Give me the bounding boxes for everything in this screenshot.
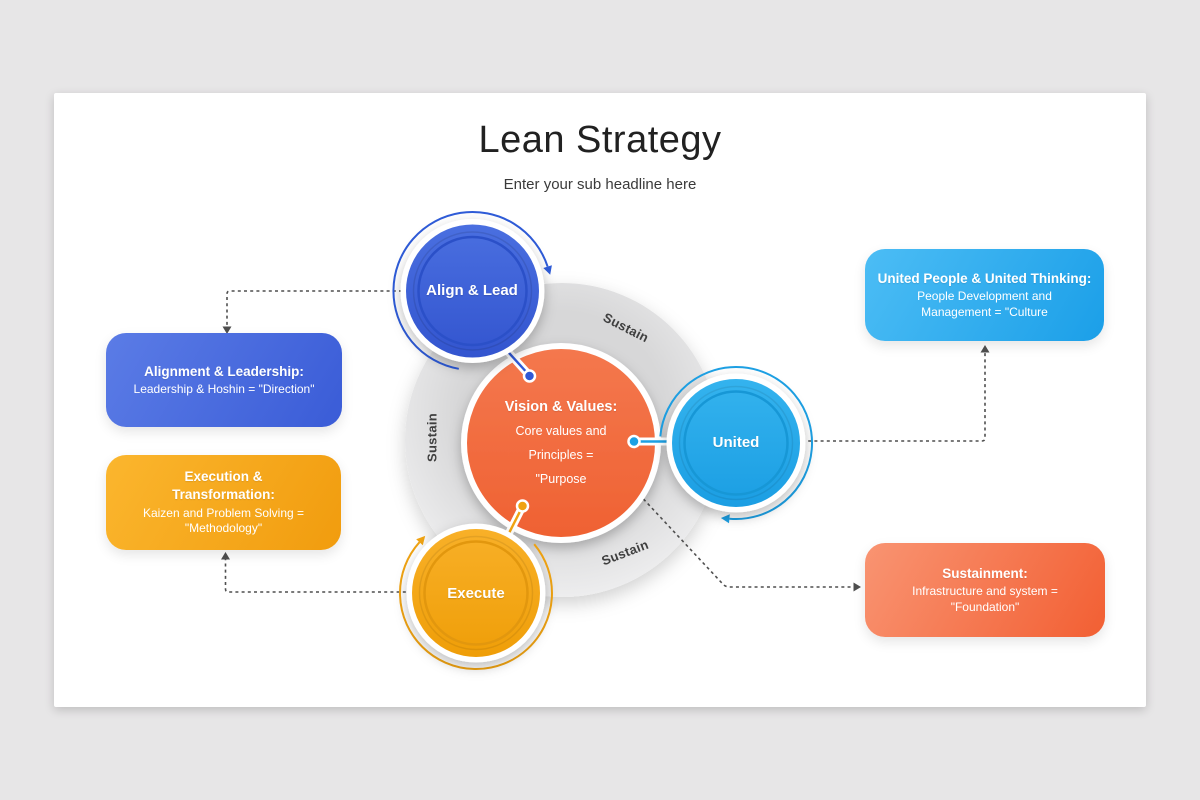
- center-line: "Purpose: [535, 472, 587, 486]
- connector-center-to-sustainment: [634, 489, 853, 588]
- callout-body: Kaizen and Problem Solving = "Methodolog…: [142, 505, 305, 536]
- center-heading: Vision & Values:: [504, 399, 618, 415]
- orbit-arc-united: [659, 366, 813, 520]
- arrowhead-up-icon: [980, 345, 990, 353]
- dashed-connector-arrowheads: [221, 326, 990, 592]
- orbit-arc-align: [392, 211, 549, 370]
- callout-body: Leadership & Hoshin = "Direction": [133, 381, 315, 396]
- arc-arrowhead-icon: [416, 535, 426, 546]
- pin-dot-align: [522, 369, 537, 383]
- callout-heading: Execution & Transformation:: [172, 469, 275, 503]
- callout-heading: United People & United Thinking:: [877, 270, 1092, 286]
- callout-execution-transformation: Execution & Transformation: Kaizen and P…: [106, 455, 341, 550]
- arrowhead-down-icon: [222, 326, 232, 334]
- center-line: Core values and: [515, 424, 607, 438]
- arc-arrowhead-icon: [543, 265, 552, 275]
- callout-united-people: United People & United Thinking: People …: [865, 249, 1104, 341]
- pin-dot-execute: [515, 499, 530, 513]
- arrowhead-right-icon: [853, 582, 861, 592]
- connector-align-to-callout: [226, 290, 402, 326]
- callout-body: People Development and Management = "Cul…: [917, 289, 1052, 319]
- callout-heading: Sustainment:: [942, 565, 1028, 581]
- node-circle-align-lead: [392, 211, 552, 370]
- node-label-execute: Execute: [447, 585, 505, 602]
- center-text-block: Vision & Values: Core values and Princip…: [456, 399, 666, 496]
- callout-body: Infrastructure and system = "Foundation": [912, 584, 1058, 614]
- connector-execute-to-callout: [224, 559, 412, 593]
- orbit-arc-execute: [399, 541, 553, 671]
- pin-dot-united: [627, 434, 641, 449]
- dashed-connectors: [224, 290, 986, 593]
- sustain-label-left: Sustain: [424, 412, 440, 463]
- node-circle-united: [659, 366, 813, 524]
- node-label-united: United: [712, 434, 760, 451]
- center-line: Principles =: [528, 448, 594, 462]
- arc-arrowhead-icon: [720, 514, 730, 524]
- callout-alignment-leadership: Alignment & Leadership: Leadership & Hos…: [106, 333, 342, 427]
- arrowhead-up-icon: [221, 552, 230, 560]
- node-label-align-lead: Align & Lead: [426, 282, 518, 299]
- slide-subtitle: Enter your sub headline here: [503, 176, 697, 193]
- callout-sustainment: Sustainment: Infrastructure and system =…: [865, 543, 1105, 637]
- slide-title: Lean Strategy: [478, 119, 722, 161]
- callout-heading: Alignment & Leadership:: [144, 363, 304, 379]
- node-circle-execute: [399, 523, 553, 671]
- connector-united-to-callout: [802, 352, 986, 442]
